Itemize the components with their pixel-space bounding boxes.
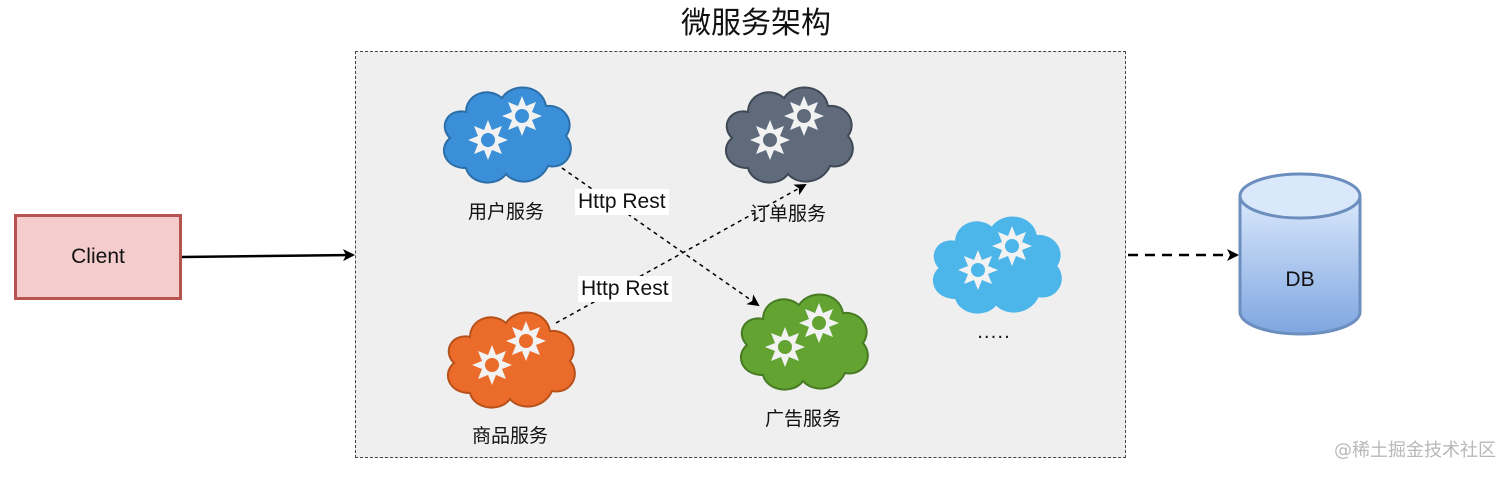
database-label: DB (1285, 268, 1315, 291)
diagram-title: 微服务架构 (681, 6, 831, 41)
database-node[interactable] (1238, 172, 1362, 336)
watermark: @稀土掘金技术社区 (1334, 440, 1496, 461)
gear-hole (1005, 239, 1019, 253)
client-label: Client (71, 245, 125, 268)
client-to-services-arrow (181, 249, 355, 262)
service-label-more: ..... (977, 322, 1011, 343)
service-node-product[interactable] (446, 311, 576, 409)
cloud-icon (932, 216, 1062, 314)
service-node-more[interactable] (932, 216, 1062, 314)
gear-hole (763, 133, 777, 147)
gear-hole (485, 358, 499, 372)
client-node[interactable]: Client (14, 214, 182, 300)
service-node-user[interactable] (442, 86, 572, 184)
gear-hole (481, 133, 495, 147)
gear-hole (971, 263, 985, 277)
service-label-order: 订单服务 (749, 203, 826, 225)
service-label-ads: 广告服务 (764, 408, 841, 430)
cloud-icon (739, 293, 869, 391)
gear-hole (519, 334, 533, 348)
gear-hole (812, 316, 826, 330)
edge-label-user-ads: Http Rest (575, 189, 669, 215)
service-node-order[interactable] (724, 86, 854, 184)
service-label-user: 用户服务 (467, 201, 544, 223)
service-label-product: 商品服务 (471, 425, 548, 447)
cloud-icon (442, 86, 572, 184)
gear-hole (515, 109, 529, 123)
service-node-ads[interactable] (739, 293, 869, 391)
cloud-icon (724, 86, 854, 184)
cloud-icon (446, 311, 576, 409)
gear-hole (778, 340, 792, 354)
edge-label-product-order: Http Rest (578, 276, 672, 302)
gear-hole (797, 109, 811, 123)
